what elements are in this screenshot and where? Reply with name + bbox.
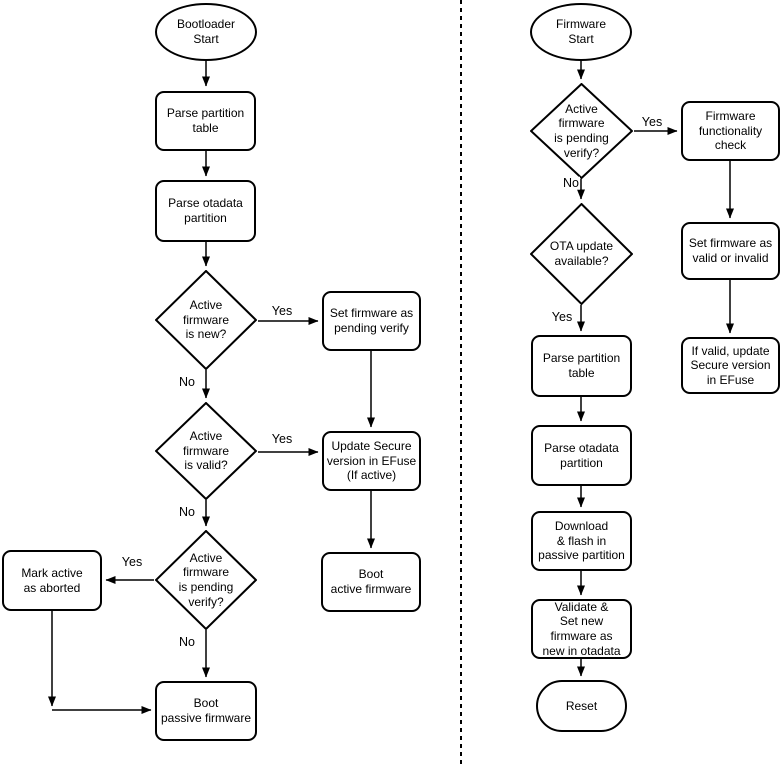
node-label: Download & flash in passive partition (538, 519, 625, 563)
node-label: Parse partition table (166, 106, 245, 135)
process-set-firmware-pending-verify: Set firmware as pending verify (322, 291, 421, 351)
node-label: Active firmware is pending verify? (554, 101, 609, 160)
node-label: OTA update available? (549, 239, 614, 268)
node-label: Update Secure version in EFuse (If activ… (326, 439, 417, 483)
diamond-shape (155, 270, 257, 370)
process-boot-passive-firmware: Boot passive firmware (155, 681, 257, 741)
decision-active-firmware-is-valid: Active firmware is valid? (155, 402, 257, 500)
process-boot-active-firmware: Boot active firmware (321, 552, 421, 612)
node-label: Active firmware is new? (182, 298, 229, 342)
diamond-shape (530, 83, 633, 179)
node-label: Mark active as aborted (21, 565, 83, 595)
node-label: Active firmware is pending verify? (178, 550, 234, 609)
edge-label-yes: Yes (270, 303, 294, 318)
edge-label-yes: Yes (640, 114, 664, 129)
edge-label-no: No (562, 175, 580, 190)
node-label: Active firmware is valid? (182, 429, 229, 473)
diamond-shape (155, 402, 257, 500)
process-if-valid-update-secure-version: If valid, update Secure version in EFuse (681, 337, 780, 394)
node-label: Bootloader Start (176, 17, 236, 46)
decision-active-firmware-is-new: Active firmware is new? (155, 270, 257, 370)
terminator-firmware-start: Firmware Start (530, 3, 632, 61)
process-mark-active-as-aborted: Mark active as aborted (2, 550, 102, 611)
edge-label-no: No (178, 634, 196, 649)
process-firmware-functionality-check: Firmware functionality check (681, 101, 780, 161)
decision-firmware-pending-verify-right: Active firmware is pending verify? (530, 83, 633, 179)
process-parse-partition-table-right: Parse partition table (531, 335, 632, 397)
node-label: Set firmware as pending verify (329, 306, 414, 335)
node-label: Validate & Set new firmware as new in ot… (542, 599, 621, 658)
process-download-flash-passive: Download & flash in passive partition (531, 511, 632, 571)
process-parse-otadata-partition-left: Parse otadata partition (155, 180, 256, 242)
edge-label-no: No (178, 374, 196, 389)
node-label: If valid, update Secure version in EFuse (690, 343, 771, 387)
process-validate-set-new-firmware: Validate & Set new firmware as new in ot… (531, 599, 632, 659)
edge-label-no: No (178, 504, 196, 519)
decision-ota-update-available: OTA update available? (530, 203, 633, 305)
node-label: Reset (565, 698, 598, 713)
process-parse-partition-table-left: Parse partition table (155, 91, 256, 151)
node-label: Firmware Start (556, 17, 606, 46)
node-label: Firmware functionality check (698, 109, 763, 153)
node-label: Parse partition table (542, 351, 621, 380)
process-parse-otadata-partition-right: Parse otadata partition (531, 425, 632, 486)
node-label: Set firmware as valid or invalid (688, 236, 773, 265)
edge-label-yes: Yes (550, 309, 574, 324)
node-label: Parse otadata partition (544, 440, 619, 470)
diamond-shape (530, 203, 633, 305)
diamond-shape (155, 530, 257, 630)
node-label: Boot passive firmware (160, 696, 252, 725)
terminator-bootloader-start: Bootloader Start (155, 3, 257, 61)
terminator-reset: Reset (536, 680, 627, 732)
decision-firmware-pending-verify-left: Active firmware is pending verify? (155, 530, 257, 630)
edge-label-yes: Yes (120, 554, 144, 569)
process-set-firmware-valid-invalid: Set firmware as valid or invalid (681, 222, 780, 280)
edge-label-yes: Yes (270, 431, 294, 446)
node-label: Parse otadata partition (168, 196, 243, 225)
process-update-secure-version-efuse: Update Secure version in EFuse (If activ… (322, 431, 421, 491)
node-label: Boot active firmware (330, 567, 412, 596)
